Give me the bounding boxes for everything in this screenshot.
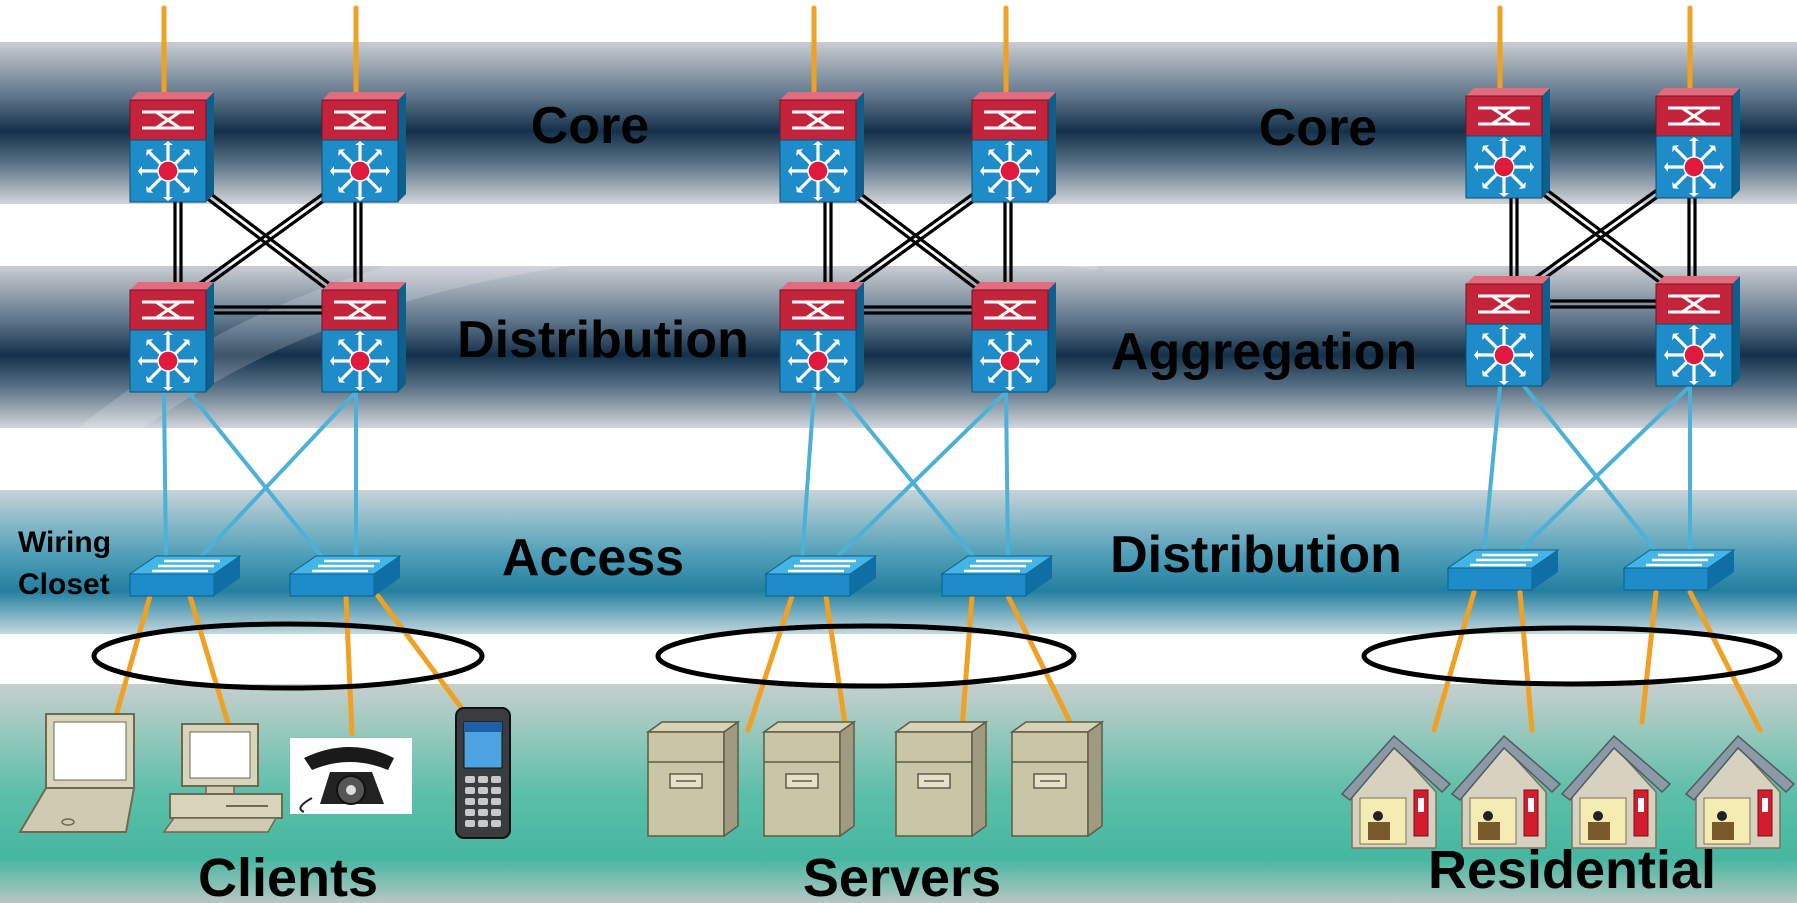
layer-label-access-1: Access [502, 529, 684, 587]
endpoints-title-residential: Residential [1428, 840, 1716, 900]
link-dist-dist-1 [206, 305, 322, 315]
server-icon-3 [893, 720, 989, 838]
link-dist-acc-1-c [162, 360, 328, 564]
endpoint-link-2-4 [1005, 593, 1077, 733]
link-core-dist-1-d [187, 190, 331, 298]
endpoint-link-3-1 [1431, 589, 1477, 733]
endpoint-link-3-3 [1639, 589, 1659, 725]
layer-label-distribution-1: Distribution [457, 311, 749, 369]
side-note-wiring: Wiring [18, 526, 111, 559]
link-core-dist-3-d [1523, 186, 1665, 292]
link-dist-acc-3-c [1498, 354, 1662, 558]
distribution-switch-2-2 [971, 282, 1056, 393]
core-switch-3-2 [1655, 88, 1740, 199]
link-core-dist-2-c [853, 190, 991, 298]
link-core-dist-3-a [1509, 198, 1519, 284]
link-dist-acc-3-d [1512, 384, 1692, 558]
link-core-dist-1-c [203, 190, 341, 298]
endpoints-title-servers: Servers [803, 848, 1001, 903]
link-core-dist-2-a [823, 202, 833, 290]
link-dist-acc-3-a [1482, 384, 1502, 556]
distribution-switch-2-1 [779, 282, 864, 393]
access-switch-2-1 [764, 555, 878, 597]
house-icon-2 [1450, 734, 1562, 849]
core-switch-1-1 [129, 92, 214, 203]
telephone-icon [290, 738, 412, 814]
house-icon-4 [1684, 734, 1796, 849]
endpoint-link-3-2 [1517, 589, 1535, 733]
server-icon-4 [1009, 720, 1105, 838]
link-core-dist-3-c [1539, 186, 1675, 292]
link-dist-dist-3 [1542, 299, 1656, 309]
server-icon-2 [761, 720, 857, 838]
access-switch-2-2 [940, 555, 1054, 597]
link-core-dist-3-b [1687, 198, 1697, 284]
distribution-switch-3-1 [1446, 549, 1560, 591]
labels-layer: Core Distribution Access Wiring Closet C… [18, 97, 1716, 903]
endpoint-group-ellipse-2 [655, 623, 1077, 689]
aggregation-switch-3-1 [1465, 276, 1550, 387]
link-core-dist-2-b [1003, 202, 1013, 290]
layer-label-core-3: Core [1259, 99, 1377, 157]
endpoint-group-ellipse-1 [91, 621, 485, 691]
endpoint-link-1-3 [343, 593, 355, 737]
endpoint-group-ellipse-3 [1361, 625, 1783, 687]
server-icon-1 [645, 720, 741, 838]
side-note-closet: Closet [18, 568, 110, 601]
layer-label-aggregation-3: Aggregation [1111, 323, 1417, 381]
access-switch-1-2 [288, 555, 402, 597]
house-icon-1 [1340, 734, 1452, 849]
link-dist-acc-1-d [194, 390, 358, 564]
pda-icon [455, 707, 511, 839]
layer-label-core-1: Core [531, 97, 649, 155]
aggregation-switch-3-2 [1655, 276, 1740, 387]
core-switch-2-1 [779, 92, 864, 203]
endpoint-link-3-4 [1687, 589, 1763, 733]
devices-layer [18, 88, 1796, 849]
distribution-switch-1-1 [129, 282, 214, 393]
link-core-dist-2-d [837, 190, 981, 298]
distribution-switch-1-2 [321, 282, 406, 393]
link-dist-acc-1-a [162, 390, 168, 562]
endpoints-title-clients: Clients [198, 848, 378, 903]
layer-label-distribution-3: Distribution [1110, 526, 1402, 584]
link-core-dist-1-a [173, 202, 183, 290]
access-switch-1-1 [128, 555, 242, 597]
link-dist-acc-2-b [1004, 390, 1010, 562]
endpoint-link-1-2 [187, 593, 233, 733]
endpoint-link-2-1 [745, 593, 795, 733]
distribution-switch-3-2 [1622, 549, 1736, 591]
laptop-icon [18, 713, 136, 833]
endpoint-link-1-1 [109, 593, 153, 733]
endpoint-link-1-4 [375, 593, 469, 717]
endpoint-link-2-2 [823, 593, 849, 733]
endpoint-link-2-3 [959, 593, 975, 733]
core-switch-1-2 [321, 92, 406, 203]
link-core-dist-1-b [353, 202, 363, 290]
desktop-icon [162, 723, 283, 833]
link-dist-acc-2-d [830, 390, 1008, 564]
house-icon-3 [1560, 734, 1672, 849]
link-dist-dist-2 [856, 305, 972, 315]
link-dist-acc-2-a [800, 390, 816, 562]
core-switch-3-1 [1465, 88, 1550, 199]
core-switch-2-2 [971, 92, 1056, 203]
link-dist-acc-2-c [812, 360, 980, 564]
links-layer [109, 5, 1763, 737]
